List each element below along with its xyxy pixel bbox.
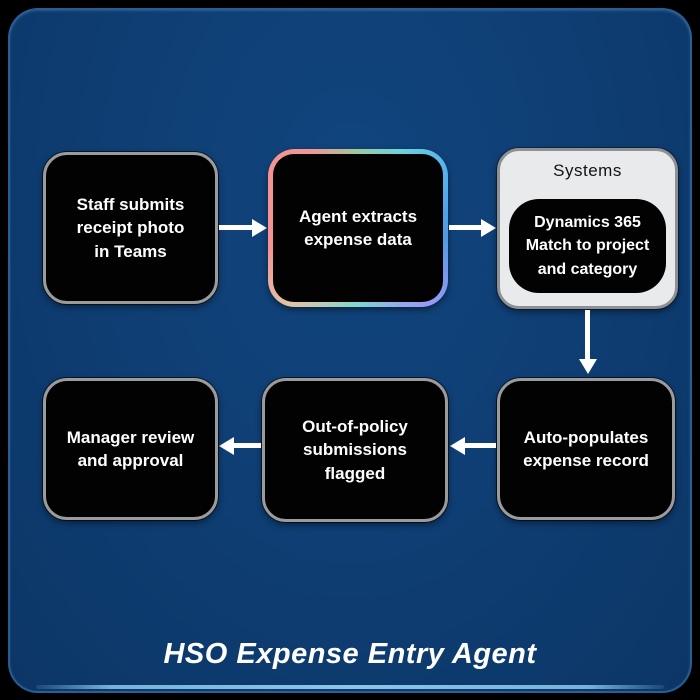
main-panel: Staff submits receipt photo in Teams Age… [8,8,692,693]
node-manager-review: Manager review and approval [43,378,218,520]
diagram-title: HSO Expense Entry Agent [163,638,537,670]
arrow-head-left-icon [219,436,234,455]
arrow-head-down-icon [578,359,597,374]
node-dynamics-365-label: Dynamics 365 Match to project and catego… [525,214,650,278]
arrow-line [234,443,261,448]
arrow-down-icon [578,310,597,374]
node-auto-populates: Auto-populates expense record [497,378,675,520]
node-agent-extracts: Agent extracts expense data [268,149,448,307]
node-systems-group: Systems Dynamics 365 Match to project an… [497,148,678,309]
arrow-left-icon [450,436,496,455]
node-auto-populates-label: Auto-populates expense record [523,427,649,470]
arrow-line [449,225,481,230]
arrow-head-right-icon [252,218,267,237]
node-out-of-policy-label: Out-of-policy submissions flagged [302,417,408,483]
arrow-line [219,225,252,230]
arrow-left-icon [219,436,261,455]
node-dynamics-365: Dynamics 365 Match to project and catego… [509,199,666,293]
panel-bottom-highlight [36,685,664,689]
arrow-line [585,310,590,359]
arrow-right-icon [449,218,496,237]
systems-group-title: Systems [553,161,622,180]
node-agent-extracts-inner: Agent extracts expense data [273,154,443,302]
arrow-right-icon [219,218,267,237]
node-staff-submits: Staff submits receipt photo in Teams [43,152,218,304]
arrow-head-right-icon [481,218,496,237]
node-agent-extracts-label: Agent extracts expense data [298,206,418,249]
node-manager-review-label: Manager review and approval [66,427,195,470]
arrow-line [465,443,496,448]
arrow-head-left-icon [450,436,465,455]
node-staff-submits-label: Staff submits receipt photo in Teams [76,195,185,261]
node-out-of-policy: Out-of-policy submissions flagged [262,378,448,522]
